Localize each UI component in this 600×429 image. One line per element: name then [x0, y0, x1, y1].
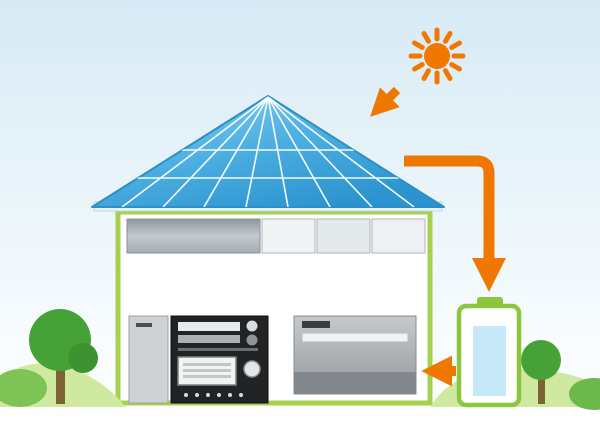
microwave-vent-line: [183, 375, 231, 378]
tree-right: [521, 340, 561, 404]
oven-microwave-stack: [170, 315, 269, 404]
window-pane: [371, 218, 426, 254]
roof-surface: [91, 95, 445, 208]
kitchen-appliances: [128, 315, 417, 404]
microwave-vent-line: [183, 369, 231, 372]
microwave-vent-line: [183, 363, 231, 366]
button-row: [178, 348, 258, 351]
window-pane: [316, 218, 371, 254]
cabinet-panel: [128, 315, 169, 404]
tree-trunk: [56, 360, 65, 404]
tree-foliage-shade: [68, 343, 98, 373]
battery-cell: [473, 326, 506, 396]
bush-left: [0, 369, 47, 407]
counter-handle: [302, 321, 330, 328]
sun-rays: [408, 27, 466, 85]
range-hood: [126, 218, 261, 254]
counter-lower-band: [294, 372, 416, 394]
greenery-left: [0, 309, 126, 407]
house: [115, 209, 433, 406]
tree-trunk: [538, 372, 545, 404]
kitchen-counter: [293, 315, 417, 395]
display-panel: [178, 322, 240, 331]
bush-right: [569, 378, 600, 410]
control-knob: [246, 320, 258, 332]
microwave-dial: [243, 360, 261, 378]
display-panel: [178, 335, 240, 343]
tree-left: [29, 309, 98, 404]
counter-slot: [301, 332, 409, 343]
window-pane: [261, 218, 316, 254]
storage-battery: [456, 297, 522, 408]
tree-foliage: [521, 340, 561, 380]
energy-flow-arrows: [370, 86, 507, 387]
second-floor: [126, 218, 426, 254]
arrow-roof-to-battery: [404, 155, 507, 292]
lower-button-strip: [184, 393, 243, 397]
control-knob: [246, 334, 258, 346]
arrow-sun-to-roof: [370, 86, 401, 117]
cabinet-handle: [136, 323, 152, 327]
sun-core: [424, 43, 450, 69]
sun-icon: [408, 27, 466, 85]
